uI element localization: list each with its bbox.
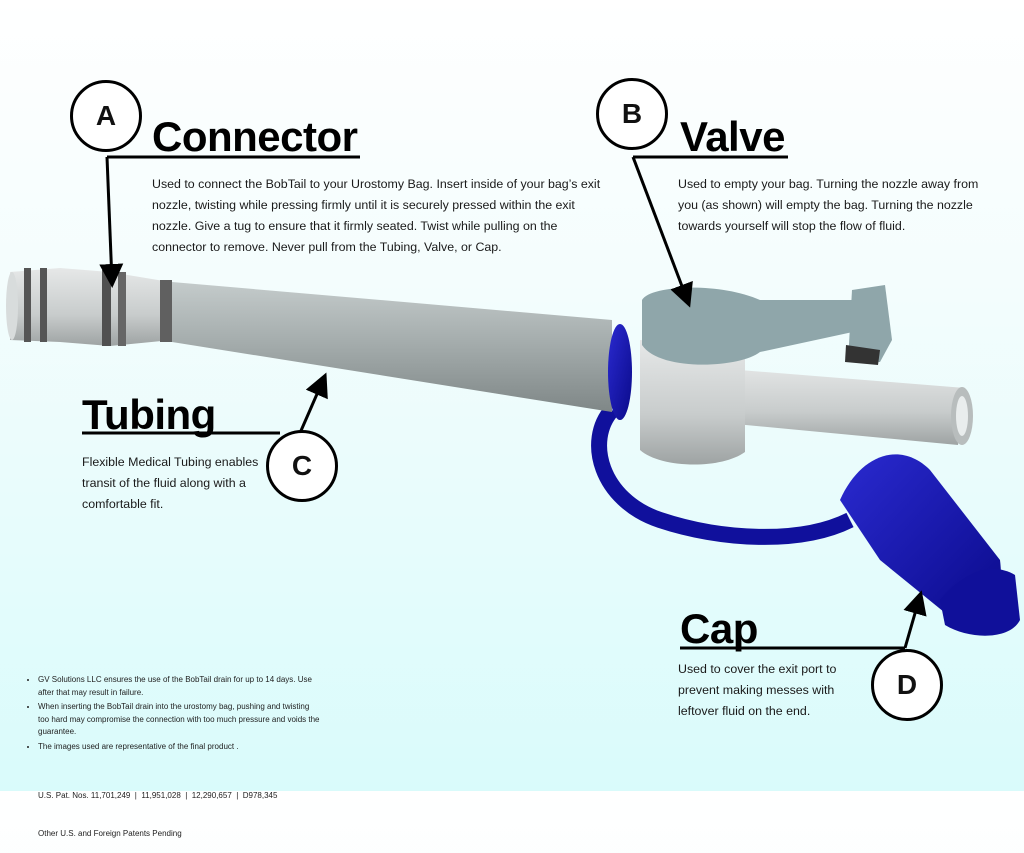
patent-info: U.S. Pat. Nos. 11,701,249 | 11,951,028 |… [38,765,277,853]
bobtail-drain-illustration [6,268,1020,636]
label-circle-d: D [871,649,943,721]
connector-description: Used to connect the BobTail to your Uros… [152,177,601,254]
tubing-arrow [298,372,328,434]
tubing-part [172,282,612,412]
connector-arrow [99,156,124,288]
connector-heading: Connector [152,113,358,160]
note-item: When inserting the BobTail drain into th… [38,701,322,739]
disclaimer-notes: GV Solutions LLC ensures the use of the … [22,674,322,755]
note-item: GV Solutions LLC ensures the use of the … [38,674,322,699]
cap-strap [591,404,854,545]
label-circle-c: C [266,430,338,502]
label-circle-a: A [70,80,142,152]
leader-lines [82,155,927,650]
connector-part [6,268,172,346]
label-circle-b: B [596,78,668,150]
note-item: The images used are representative of th… [38,741,322,754]
tubing-description: Flexible Medical Tubing enables transit … [82,455,259,511]
cap-heading: Cap [680,605,758,652]
valve-handle [642,287,862,365]
valve-description: Used to empty your bag. Turning the nozz… [678,177,979,233]
tubing-heading: Tubing [82,391,216,438]
valve-arrow [631,156,693,308]
patents-pending: Other U.S. and Foreign Patents Pending [38,828,182,838]
cap-description: Used to cover the exit port to prevent m… [678,662,837,718]
patent-numbers: U.S. Pat. Nos. 11,701,249 | 11,951,028 |… [38,791,278,800]
cap-arrow [903,590,927,649]
valve-heading: Valve [680,113,785,160]
